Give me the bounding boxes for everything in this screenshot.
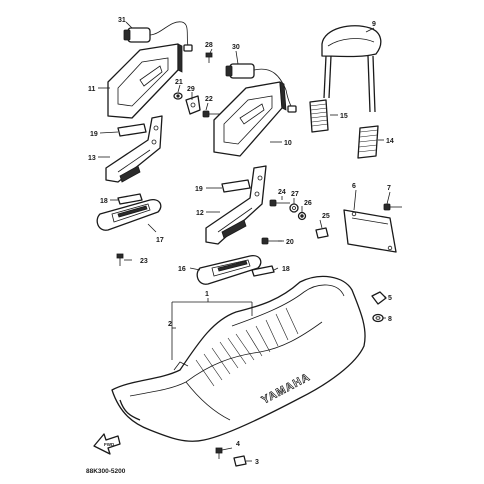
callout-1: 1 <box>205 291 209 298</box>
callout-18: 18 <box>100 198 108 205</box>
part-3-nut <box>233 455 247 467</box>
callout-10: 10 <box>284 140 292 147</box>
callout-5: 5 <box>388 295 392 302</box>
callout-3: 3 <box>255 459 259 466</box>
callout-31: 31 <box>118 17 126 24</box>
callout-11: 11 <box>88 86 96 93</box>
callout-30: 30 <box>232 44 240 51</box>
part-23-screw <box>116 253 124 266</box>
forward-label: FWD <box>104 442 115 447</box>
part-18-small-pad-2 <box>251 265 275 277</box>
callout-28: 28 <box>205 42 213 49</box>
callout-9: 9 <box>372 21 376 28</box>
part-24-bolt <box>269 199 290 207</box>
part-12-right-bracket <box>205 165 267 245</box>
callout-12: 12 <box>196 210 204 217</box>
part-13-left-bracket <box>105 115 163 183</box>
part-10-right-side-panel <box>213 81 287 157</box>
part-15-spring <box>309 99 329 133</box>
part-6-rear-plate <box>343 209 397 253</box>
part-11-left-side-panel <box>107 43 183 119</box>
part-22-bolt <box>202 110 220 118</box>
callout-14: 14 <box>386 138 394 145</box>
callout-13: 13 <box>88 155 96 162</box>
part-5-nut <box>371 291 387 305</box>
callout-23: 23 <box>140 258 148 265</box>
part-19-small-plate <box>117 123 147 137</box>
callout-22: 22 <box>205 96 213 103</box>
part-19-small-plate-2 <box>221 179 251 193</box>
part-16-right-armrest <box>196 255 262 285</box>
callout-24: 24 <box>278 189 286 196</box>
callout-2: 2 <box>168 321 172 328</box>
part-31-lamp-housing <box>123 21 193 52</box>
callout-4: 4 <box>236 441 240 448</box>
callout-21: 21 <box>175 79 183 86</box>
part-27-washer <box>289 203 299 213</box>
callout-27: 27 <box>291 191 299 198</box>
callout-6: 6 <box>352 183 356 190</box>
part-4-screw <box>215 447 223 459</box>
diagram-code: 88K300-5200 <box>86 468 126 475</box>
callout-19b: 19 <box>195 186 203 193</box>
part-29-clip <box>185 95 201 115</box>
callout-8: 8 <box>388 316 392 323</box>
callout-numbers: 31 28 30 9 11 21 29 22 15 14 19 10 13 18… <box>88 17 394 466</box>
part-18-small-pad <box>117 193 143 205</box>
callout-25: 25 <box>322 213 330 220</box>
callout-18b: 18 <box>282 266 290 273</box>
forward-arrow-icon: FWD <box>93 433 121 455</box>
callout-19: 19 <box>90 131 98 138</box>
callout-20: 20 <box>286 239 294 246</box>
callout-17: 17 <box>156 237 164 244</box>
part-21-nut <box>173 92 183 100</box>
part-28-screw <box>205 52 213 63</box>
part-8-washer <box>372 313 384 323</box>
callout-7: 7 <box>387 185 391 192</box>
part-26-nut <box>297 211 307 221</box>
leader-lines <box>98 21 391 462</box>
part-30-lamp-housing <box>225 63 297 113</box>
part-1-seat-assembly: YAMAHA <box>111 275 366 442</box>
part-9-backrest-pad <box>321 25 382 113</box>
callout-16: 16 <box>178 266 186 273</box>
part-17-left-armrest <box>96 199 162 231</box>
callout-26: 26 <box>304 200 312 207</box>
callout-15: 15 <box>340 113 348 120</box>
callout-29: 29 <box>187 86 195 93</box>
part-25-cap-nut <box>315 227 329 239</box>
part-14-rubber-boot <box>357 125 379 159</box>
part-7-bolt <box>383 203 402 211</box>
